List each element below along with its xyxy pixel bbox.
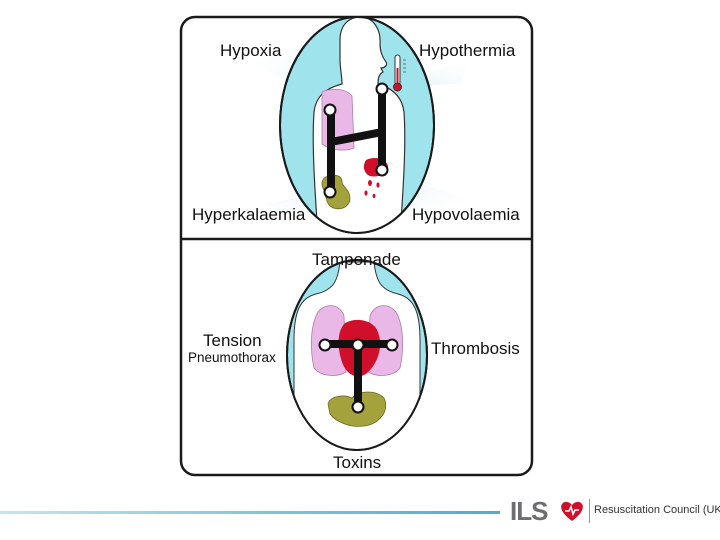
label-pneumothorax: Pneumothorax (188, 350, 276, 365)
node-hyperkalaemia (323, 185, 337, 199)
label-toxins: Toxins (333, 453, 382, 472)
logo-org-name: Resuscitation Council (UK) (594, 504, 720, 516)
node-tamponade (351, 338, 365, 352)
node-tension (318, 338, 332, 352)
label-hypovolaemia: Hypovolaemia (412, 205, 520, 224)
node-thrombosis (385, 338, 399, 352)
blood-drops (364, 180, 380, 199)
thermometer-icon (393, 54, 406, 92)
bottom-panel (270, 259, 440, 458)
footer-accent-line (0, 511, 500, 514)
label-tamponade: Tamponade (312, 250, 401, 269)
resus-council-logo: ILS Resuscitation Council (UK) (510, 496, 720, 526)
label-tension: Tension (203, 331, 262, 350)
heart-icon (561, 501, 583, 521)
top-panel (250, 16, 470, 234)
label-hypothermia: Hypothermia (419, 41, 516, 60)
label-thrombosis: Thrombosis (431, 339, 520, 358)
logo-ils-text: ILS (510, 496, 548, 526)
label-hyperkalaemia: Hyperkalaemia (192, 205, 306, 224)
node-hypovolaemia (375, 163, 389, 177)
node-hypothermia (375, 82, 389, 96)
node-hypoxia (323, 103, 337, 117)
t-nodes (318, 338, 399, 414)
node-toxins (351, 400, 365, 414)
h-symbol (327, 90, 386, 192)
h-nodes (323, 82, 389, 199)
logo-divider (589, 499, 590, 523)
label-hypoxia: Hypoxia (220, 41, 282, 60)
